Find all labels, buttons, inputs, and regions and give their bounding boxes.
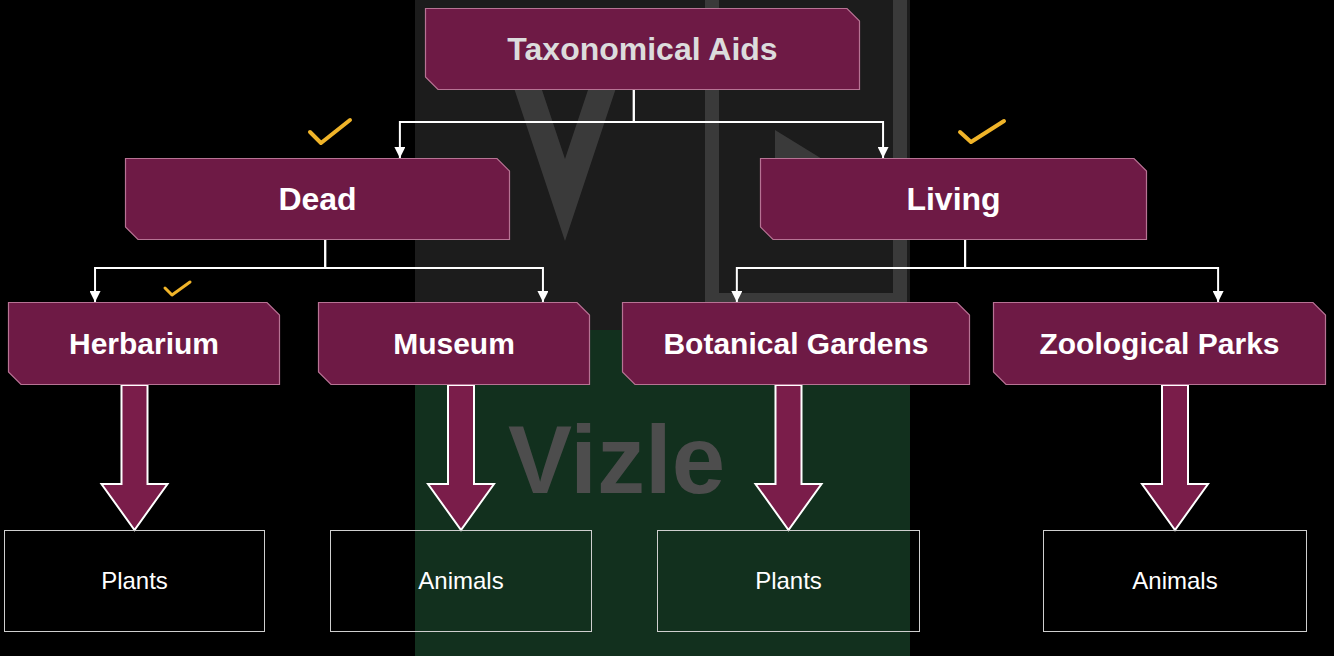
box-shape	[1044, 531, 1307, 632]
aid-box: Botanical Gardens	[622, 302, 970, 385]
box-shape	[126, 159, 510, 240]
node-label: Plants	[755, 567, 822, 595]
box-shape	[761, 159, 1147, 240]
node-label: Herbarium	[69, 327, 219, 361]
block-arrow	[756, 385, 822, 530]
group-box: Plants	[4, 530, 265, 632]
category-box: Dead	[125, 158, 510, 240]
box-shape	[331, 531, 592, 632]
connector-line	[95, 240, 325, 302]
box-shape	[658, 531, 920, 632]
group-box: Animals	[330, 530, 592, 632]
block-arrow	[1142, 385, 1208, 530]
aid-box: Museum	[318, 302, 590, 385]
group-box: Animals	[1043, 530, 1307, 632]
node-label: Taxonomical Aids	[507, 31, 777, 68]
box-shape	[9, 303, 280, 385]
watermark: Vizle	[508, 412, 725, 508]
block-arrow	[428, 385, 494, 530]
node-label: Dead	[278, 181, 356, 218]
check-mark	[165, 282, 190, 295]
block-arrow	[102, 385, 168, 530]
box-shape	[5, 531, 265, 632]
connector-line	[634, 90, 883, 158]
box-shape	[426, 9, 860, 90]
group-box: Plants	[657, 530, 920, 632]
aid-box: Herbarium	[8, 302, 280, 385]
node-label: Zoological Parks	[1039, 327, 1279, 361]
node-label: Botanical Gardens	[663, 327, 928, 361]
node-label: Animals	[418, 567, 503, 595]
box-shape	[994, 303, 1326, 385]
connector-line	[737, 240, 965, 302]
check-mark	[310, 120, 350, 143]
node-label: Animals	[1132, 567, 1217, 595]
root-box: Taxonomical Aids	[425, 8, 860, 90]
category-box: Living	[760, 158, 1147, 240]
connector-line	[400, 90, 634, 158]
connector-line	[965, 240, 1218, 302]
check-mark	[960, 121, 1004, 142]
box-shape	[319, 303, 590, 385]
node-label: Museum	[393, 327, 515, 361]
aid-box: Zoological Parks	[993, 302, 1326, 385]
node-label: Plants	[101, 567, 168, 595]
connector-line	[325, 240, 543, 302]
box-shape	[623, 303, 970, 385]
node-label: Living	[906, 181, 1000, 218]
